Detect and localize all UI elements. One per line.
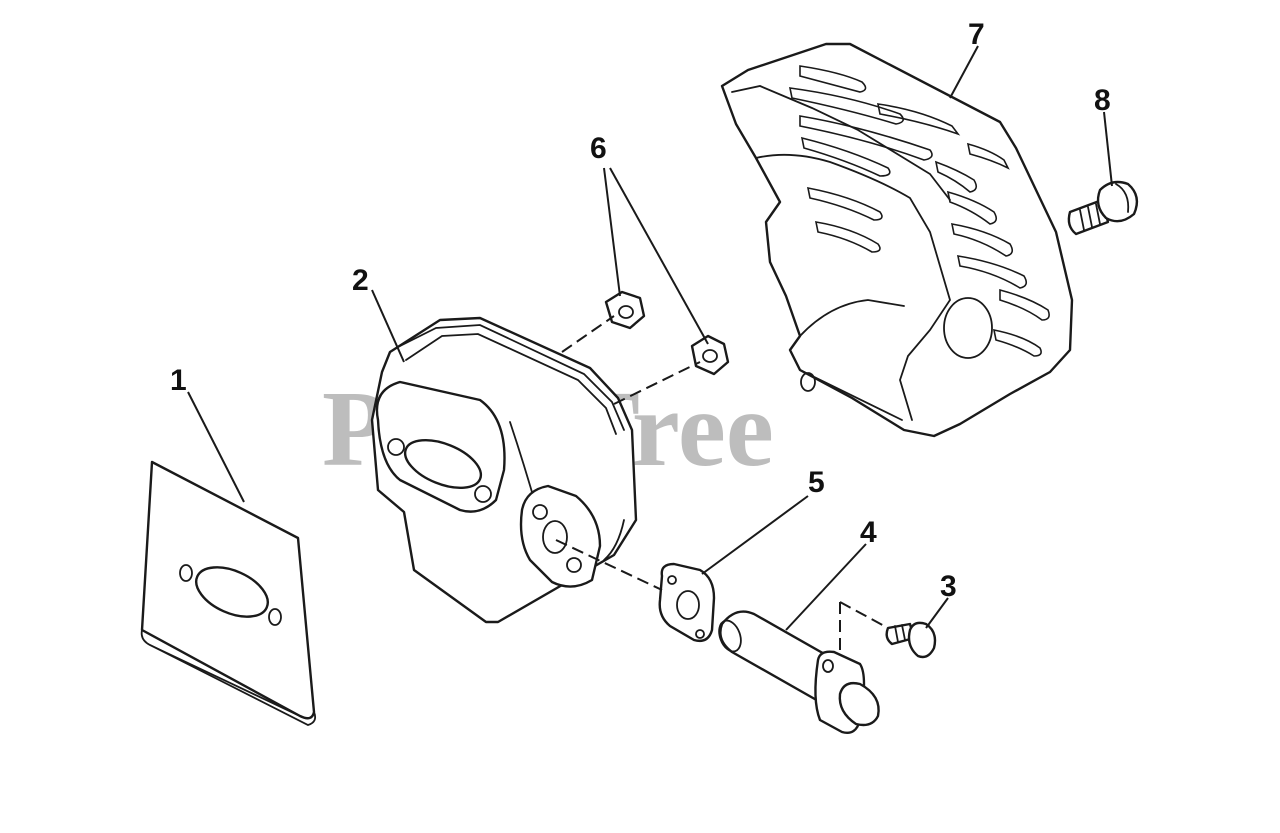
- nut-lower: [690, 334, 730, 376]
- leader-5: [701, 495, 809, 575]
- assembly-lines: [555, 315, 889, 656]
- leader-7: [949, 45, 979, 99]
- part-5-flange-gasket: [658, 562, 716, 643]
- assembly-line-lower-stud: [613, 361, 701, 405]
- callout-1: 1: [170, 364, 187, 397]
- callout-2: 2: [352, 264, 369, 297]
- leader-8: [1103, 111, 1113, 187]
- leader-lines: [187, 45, 1113, 631]
- leader-6b: [609, 167, 709, 345]
- callout-4: 4: [860, 516, 877, 549]
- leader-6a: [603, 167, 621, 297]
- part-1-gasket: [140, 460, 317, 726]
- callout-6: 6: [590, 132, 607, 165]
- callout-3: 3: [940, 570, 957, 603]
- leader-3: [925, 597, 949, 629]
- part-6-nuts: [604, 290, 730, 376]
- leader-1: [187, 391, 245, 503]
- leader-4: [785, 543, 867, 631]
- part-3-screw: [885, 621, 937, 659]
- part-7-heat-shield: [720, 42, 1074, 438]
- part-2-muffler-body: [370, 316, 638, 624]
- assembly-line-screw: [839, 601, 889, 629]
- callout-7: 7: [968, 18, 985, 51]
- part-8-bolt: [1067, 180, 1139, 236]
- callout-5: 5: [808, 466, 825, 499]
- callouts: 1 2 3 4 5 6 7 8: [170, 18, 1111, 603]
- leader-2: [371, 289, 405, 363]
- callout-8: 8: [1094, 84, 1111, 117]
- part-4-exhaust-pipe: [718, 610, 880, 734]
- assembly-line-outlet: [555, 539, 663, 591]
- cooling-slots: [788, 65, 1050, 357]
- nut-upper: [604, 290, 646, 330]
- assembly-line-upper-stud: [561, 315, 615, 353]
